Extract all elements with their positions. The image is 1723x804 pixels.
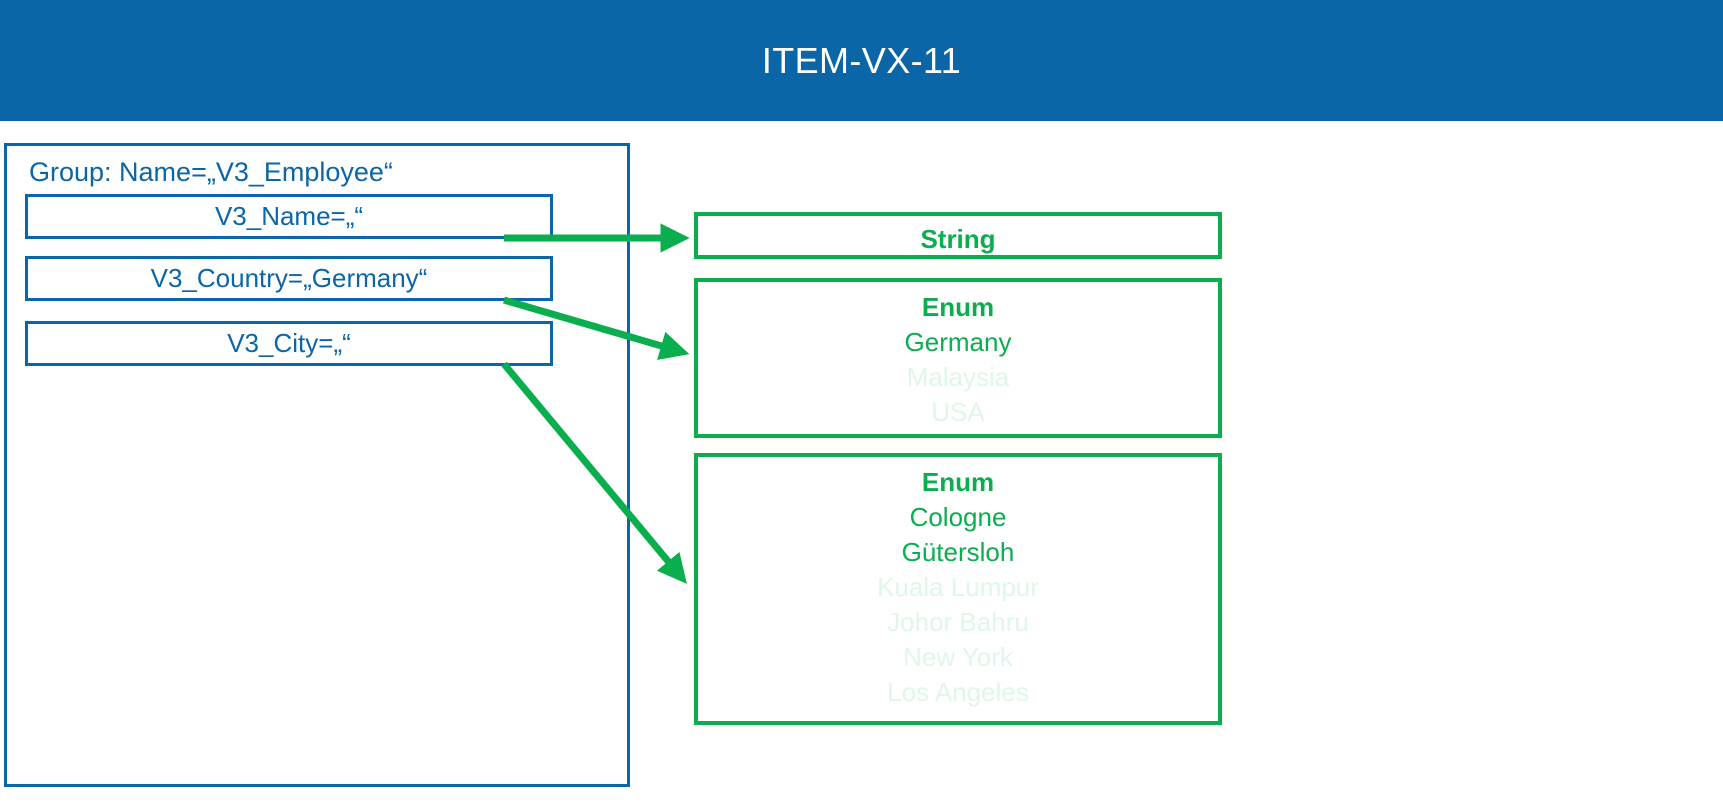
enum-value-guetersloh[interactable]: Gütersloh — [901, 537, 1015, 567]
type-box-string[interactable]: String — [694, 212, 1222, 259]
type-box-city-enum[interactable]: Enum Cologne Gütersloh Kuala Lumpur Joho… — [694, 453, 1222, 725]
group-label: Group: Name=„V3_Employee“ — [29, 157, 393, 187]
enum-value-cologne[interactable]: Cologne — [909, 502, 1007, 532]
enum-value-los-angeles[interactable]: Los Angeles — [887, 677, 1029, 707]
enum-value-johor-bahru[interactable]: Johor Bahru — [887, 607, 1029, 637]
group-container: Group: Name=„V3_Employee“ V3_Name=„“ V3_… — [4, 143, 630, 787]
attribute-box-v3-city[interactable]: V3_City=„“ — [25, 321, 553, 366]
enum-value-kuala-lumpur[interactable]: Kuala Lumpur — [877, 572, 1039, 602]
type-box-country-enum[interactable]: Enum Germany Malaysia USA — [694, 278, 1222, 438]
type-title-string: String — [920, 224, 996, 254]
enum-value-germany[interactable]: Germany — [904, 327, 1012, 357]
enum-value-new-york[interactable]: New York — [903, 642, 1013, 672]
attribute-box-v3-name[interactable]: V3_Name=„“ — [25, 194, 553, 239]
attribute-box-v3-country[interactable]: V3_Country=„Germany“ — [25, 256, 553, 301]
enum-value-malaysia[interactable]: Malaysia — [906, 362, 1010, 392]
enum-value-usa[interactable]: USA — [931, 397, 985, 427]
header-bar — [0, 0, 1723, 121]
type-title-country-enum: Enum — [921, 292, 995, 322]
type-title-city-enum: Enum — [921, 467, 995, 497]
page-title: ITEM-VX-11 — [761, 39, 962, 81]
